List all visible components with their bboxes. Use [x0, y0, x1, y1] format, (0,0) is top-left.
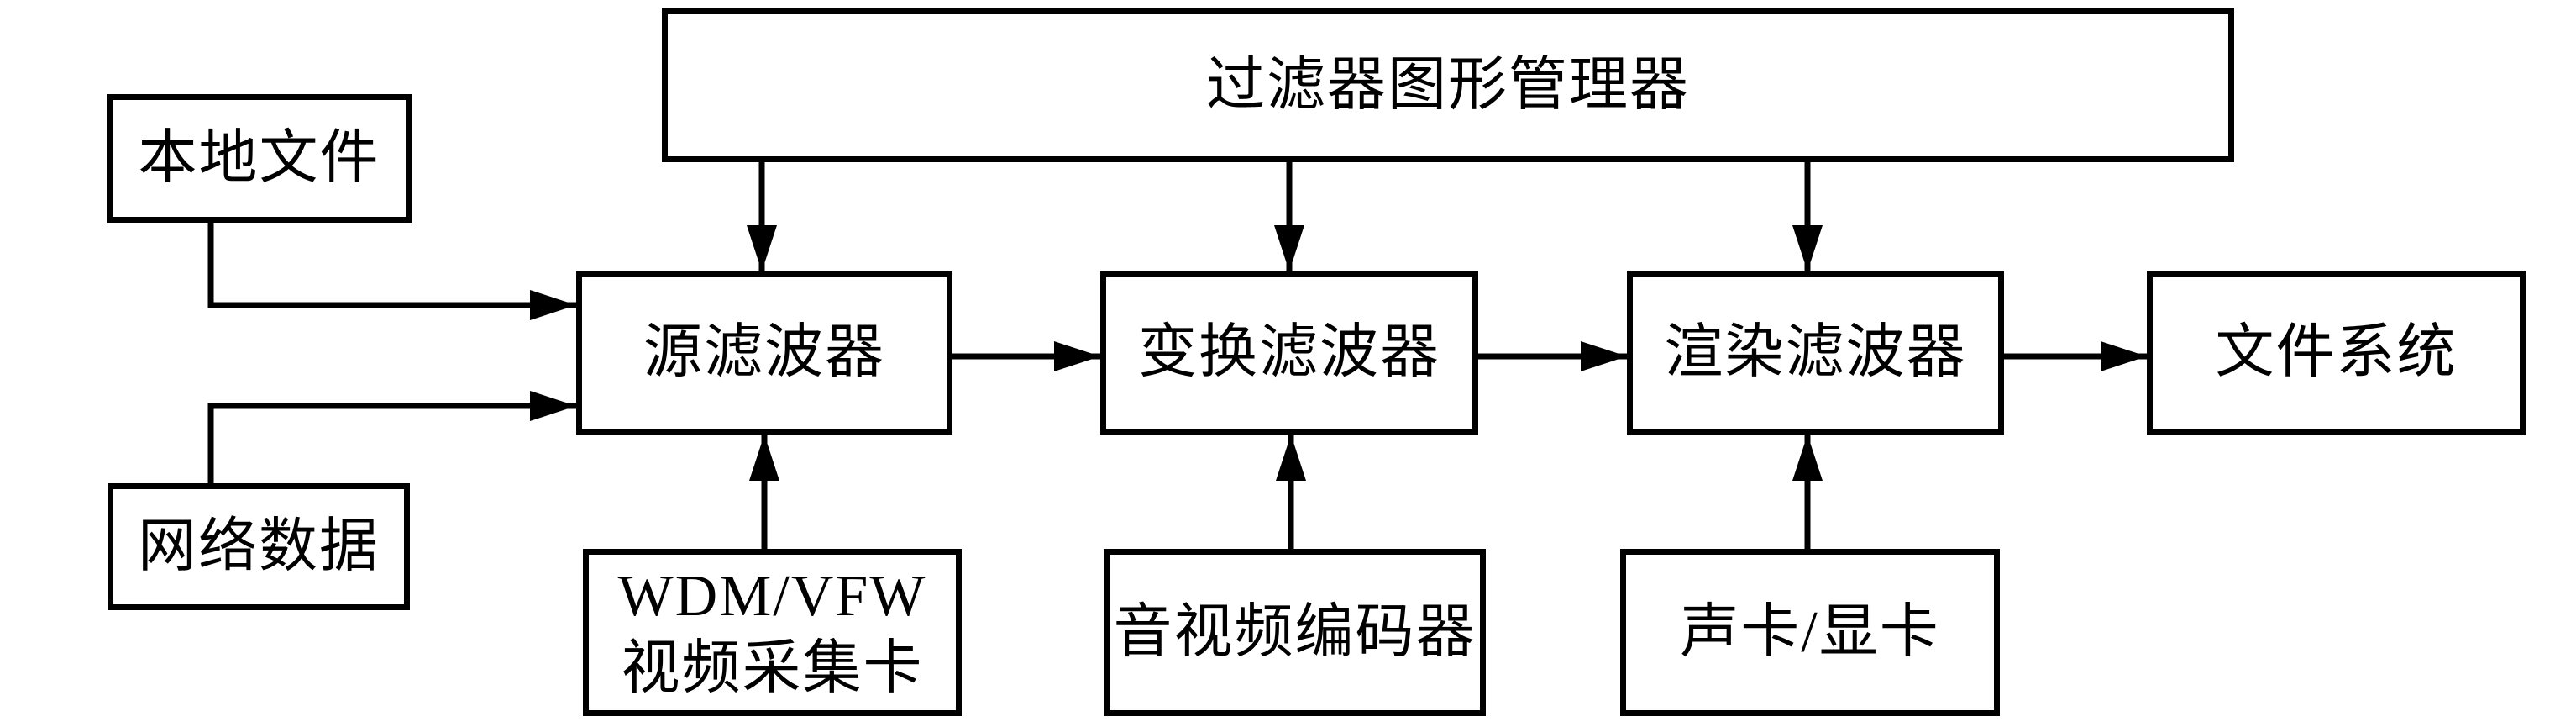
filter-graph-manager-label: 过滤器图形管理器 — [1206, 52, 1690, 118]
local-file-label: 本地文件 — [138, 125, 380, 191]
capture-card-label-line1: WDM/VFW — [617, 564, 927, 630]
transform-filter-box: 变换滤波器 — [1100, 271, 1478, 435]
network-data-label: 网络数据 — [138, 514, 380, 579]
file-system-box: 文件系统 — [2147, 271, 2526, 435]
file-system-label: 文件系统 — [2215, 320, 2458, 386]
capture-card-label-line2: 视频采集卡 — [621, 635, 924, 701]
local-file-box: 本地文件 — [107, 94, 412, 223]
render-filter-label: 渲染滤波器 — [1664, 320, 1967, 386]
transform-filter-label: 变换滤波器 — [1138, 320, 1440, 386]
sound-card-label: 声卡/显卡 — [1680, 599, 1940, 665]
connectors — [207, 160, 2147, 549]
source-filter-box: 源滤波器 — [576, 271, 952, 435]
network-data-box: 网络数据 — [108, 483, 410, 610]
filter-graph-manager-box: 过滤器图形管理器 — [662, 8, 2234, 162]
arrow-network-data-to-source-filter — [207, 391, 576, 483]
encoder-label: 音视频编码器 — [1113, 599, 1477, 665]
sound-card-box: 声卡/显卡 — [1620, 549, 2000, 716]
source-filter-label: 源滤波器 — [643, 320, 885, 386]
encoder-box: 音视频编码器 — [1104, 549, 1486, 716]
capture-card-box: WDM/VFW 视频采集卡 — [583, 549, 962, 716]
arrow-local-file-to-source-filter — [207, 223, 576, 320]
render-filter-box: 渲染滤波器 — [1627, 271, 2004, 435]
